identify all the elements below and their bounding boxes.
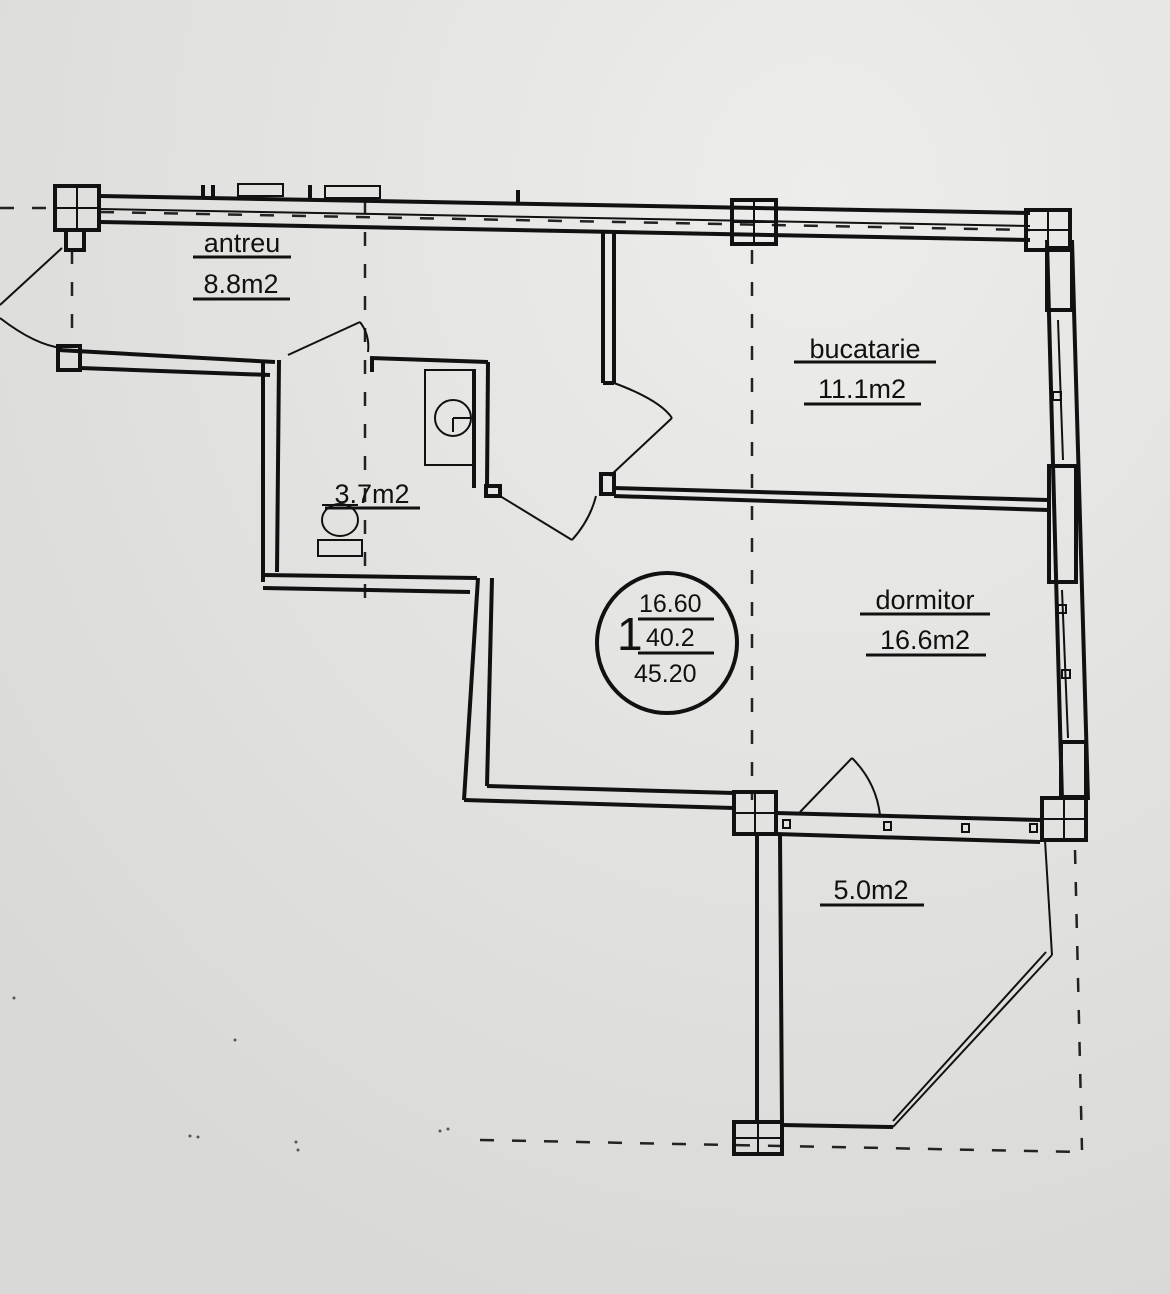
shower-tray [424, 369, 476, 466]
bathroom-fixtures [317, 369, 476, 557]
room-area: 16.6m2 [880, 625, 970, 655]
usable-area-value: 40.2 [646, 624, 695, 652]
interior-walls [56, 230, 1053, 1129]
doors [0, 247, 881, 816]
structural-columns [53, 184, 1088, 1156]
living-area-value: 16.60 [639, 590, 702, 618]
room-name: bucatarie [809, 334, 920, 364]
room-balcon: 5.0m2 [820, 875, 924, 907]
room-name: dormitor [875, 585, 974, 615]
unit-number: 1 [617, 608, 643, 660]
room-dormitor: dormitor 16.6m2 [860, 585, 990, 657]
room-antreu: antreu 8.8m2 [193, 228, 291, 301]
total-area-value: 45.20 [634, 660, 697, 688]
room-bucatarie: bucatarie 11.1m2 [794, 334, 936, 406]
room-name: antreu [204, 228, 281, 258]
room-area: 8.8m2 [203, 269, 278, 299]
top-exterior-wall [99, 183, 1031, 242]
room-area: 3.7m2 [334, 479, 409, 509]
room-baie: 3.7m2 [325, 479, 420, 510]
room-area: 5.0m2 [833, 875, 908, 905]
room-area: 11.1m2 [818, 374, 906, 404]
scan-specks [12, 996, 450, 1152]
right-exterior-wall [1045, 239, 1090, 801]
unit-area-badge: 1 16.60 40.2 45.20 [595, 571, 739, 715]
shower-drain-icon [434, 399, 472, 437]
toilet-icon [317, 503, 363, 557]
